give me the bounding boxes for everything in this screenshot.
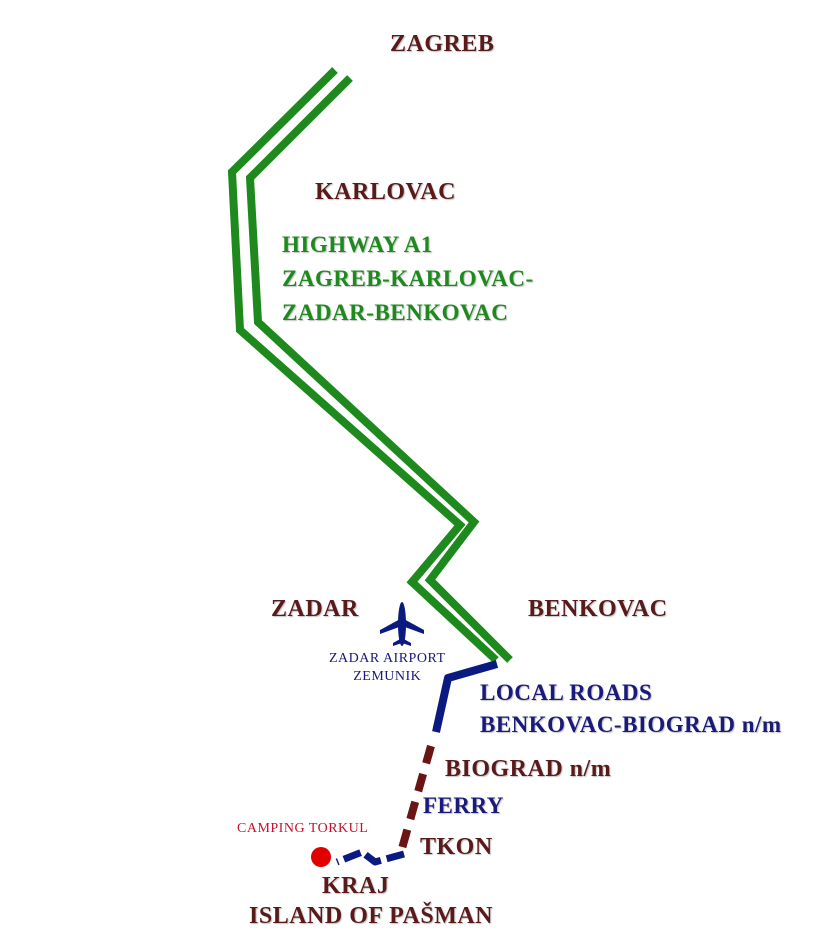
airplane-icon: [380, 602, 424, 646]
ferry-route: [397, 744, 435, 854]
city-label-benkovac: BENKOVAC: [528, 596, 668, 622]
local-road-route: [432, 660, 499, 733]
city-label-zagreb: ZAGREB: [390, 31, 495, 57]
local-roads-label-line1: LOCAL ROADS: [480, 680, 653, 705]
camping-label: CAMPING TORKUL: [237, 821, 369, 836]
airport-label-line1: ZADAR AIRPORT: [329, 651, 446, 666]
island-label: ISLAND OF PAŠMAN: [249, 903, 494, 929]
local-roads-label: LOCAL ROADS BENKOVAC-BIOGRAD n/m: [480, 677, 782, 741]
location-dot-icon: [311, 847, 331, 867]
city-label-karlovac: KARLOVAC: [315, 179, 456, 205]
city-label-tkon: TKON: [420, 834, 493, 860]
highway-label-line2: ZAGREB-KARLOVAC-: [282, 266, 534, 291]
highway-label-line3: ZADAR-BENKOVAC: [282, 300, 509, 325]
city-label-zadar: ZADAR: [271, 596, 359, 622]
highway-a1-route: [227, 67, 513, 663]
highway-label-line1: HIGHWAY A1: [282, 232, 433, 257]
local-roads-label-line2: BENKOVAC-BIOGRAD n/m: [480, 712, 782, 737]
airport-label: ZADAR AIRPORT ZEMUNIK: [329, 650, 446, 686]
ferry-label: FERRY: [423, 793, 504, 818]
city-label-kraj: KRAJ: [322, 873, 390, 899]
city-label-biograd: BIOGRAD n/m: [445, 756, 612, 782]
island-road-route: [335, 848, 405, 866]
highway-label: HIGHWAY A1 ZAGREB-KARLOVAC- ZADAR-BENKOV…: [282, 228, 534, 330]
airport-label-line2: ZEMUNIK: [353, 669, 422, 684]
